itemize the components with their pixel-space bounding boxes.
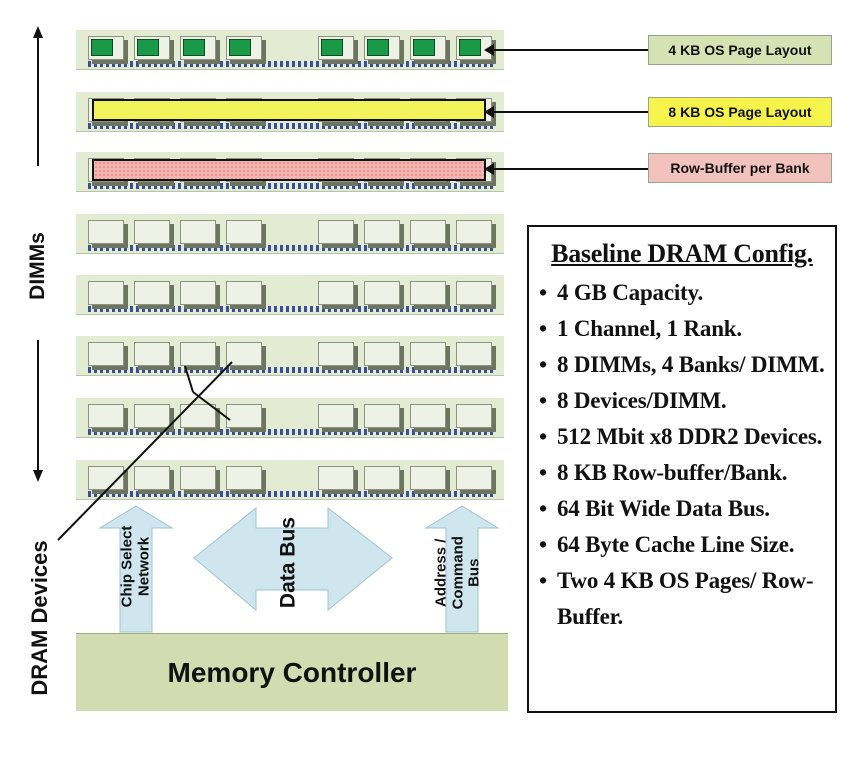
dimm-pins xyxy=(88,123,496,129)
label-8kb-page-layout: 8 KB OS Page Layout xyxy=(648,97,832,127)
dram-device-chip xyxy=(456,404,492,428)
dram-device-page-chip xyxy=(410,36,446,60)
address-bus-arrow xyxy=(424,505,500,633)
dimm-4 xyxy=(76,214,504,254)
data-bus-label: Data Bus xyxy=(276,517,300,609)
chip-select-label: Chip Select Network xyxy=(118,517,153,617)
config-item: 64 Byte Cache Line Size. xyxy=(539,527,825,563)
config-item: Two 4 KB OS Pages/ Row-Buffer. xyxy=(539,563,825,635)
dram-device-chip xyxy=(180,342,216,366)
data-bus-arrow xyxy=(193,506,393,612)
label-row-buffer: Row-Buffer per Bank xyxy=(648,153,832,183)
dram-device-chip xyxy=(364,466,400,490)
dram-device-chip xyxy=(226,466,262,490)
dram-device-chip xyxy=(364,404,400,428)
dram-device-page-chip xyxy=(364,36,400,60)
dram-device-chip xyxy=(134,281,170,305)
dram-device-chip xyxy=(180,281,216,305)
config-item: 64 Bit Wide Data Bus. xyxy=(539,491,825,527)
config-item: 512 Mbit x8 DDR2 Devices. xyxy=(539,419,825,455)
dimm-pins xyxy=(88,183,496,189)
dram-device-chip xyxy=(410,220,446,244)
leader-line-row-buffer xyxy=(484,163,648,175)
dram-device-chip xyxy=(410,466,446,490)
dram-device-chip xyxy=(410,342,446,366)
address-line1: Address / xyxy=(432,538,450,607)
dram-device-chip xyxy=(364,342,400,366)
dram-device-chip xyxy=(134,342,170,366)
dimm-2 xyxy=(76,92,504,132)
dram-device-page-chip xyxy=(134,36,170,60)
dram-device-chip xyxy=(364,281,400,305)
dimm-pins xyxy=(88,245,496,251)
config-title: Baseline DRAM Config. xyxy=(551,239,813,268)
dram-device-chip xyxy=(226,404,262,428)
dram-device-chip xyxy=(134,466,170,490)
row-buffer-bar xyxy=(92,159,486,181)
dram-device-chip xyxy=(410,404,446,428)
dimm-pins xyxy=(88,491,496,497)
dram-device-chip xyxy=(226,281,262,305)
dimms-range-arrows xyxy=(33,26,43,482)
dram-device-chip xyxy=(88,281,124,305)
bus-arrows xyxy=(98,505,500,633)
dram-device-chip xyxy=(180,220,216,244)
config-item: 1 Channel, 1 Rank. xyxy=(539,311,825,347)
dimm-6 xyxy=(76,336,504,376)
dram-device-chip xyxy=(134,404,170,428)
dram-device-chip xyxy=(226,220,262,244)
config-item: 8 DIMMs, 4 Banks/ DIMM. xyxy=(539,347,825,383)
dram-device-chip xyxy=(318,220,354,244)
label-4kb-page-layout: 4 KB OS Page Layout xyxy=(648,35,832,65)
dram-device-chip xyxy=(456,220,492,244)
dram-device-chip xyxy=(88,404,124,428)
leader-line-4kb xyxy=(484,44,648,56)
dimm-pins xyxy=(88,306,496,312)
config-list: 4 GB Capacity. 1 Channel, 1 Rank. 8 DIMM… xyxy=(539,275,825,635)
dram-device-chip xyxy=(180,466,216,490)
config-item: 4 GB Capacity. xyxy=(539,275,825,311)
dram-device-chip xyxy=(456,281,492,305)
dimm-1 xyxy=(76,30,504,70)
dimm-pins xyxy=(88,61,496,67)
address-line3: Bus xyxy=(465,558,483,587)
chip-select-line2: Network xyxy=(135,536,152,597)
dram-device-chip xyxy=(88,220,124,244)
leader-line-8kb xyxy=(484,106,648,118)
dimm-5 xyxy=(76,275,504,315)
baseline-config-box: Baseline DRAM Config. 4 GB Capacity. 1 C… xyxy=(527,225,837,713)
chip-select-arrow xyxy=(98,505,174,633)
memory-controller: Memory Controller xyxy=(76,633,508,711)
chip-select-line1: Chip Select xyxy=(118,525,136,608)
address-command-bus-label: Address / Command Bus xyxy=(432,513,483,633)
dram-device-chip xyxy=(456,466,492,490)
dram-device-chip xyxy=(318,404,354,428)
dram-device-chip xyxy=(88,342,124,366)
dimm-7 xyxy=(76,398,504,438)
config-item: 8 Devices/DIMM. xyxy=(539,383,825,419)
dimm-pins xyxy=(88,429,496,435)
dram-device-page-chip xyxy=(180,36,216,60)
dram-device-chip xyxy=(364,220,400,244)
dram-device-chip xyxy=(134,220,170,244)
dram-device-page-chip xyxy=(226,36,262,60)
dram-device-chip xyxy=(180,404,216,428)
dram-device-chip xyxy=(318,342,354,366)
dram-device-page-chip xyxy=(88,36,124,60)
dimm-pins xyxy=(88,367,496,373)
dram-device-chip xyxy=(318,281,354,305)
config-item: 8 KB Row-buffer/Bank. xyxy=(539,455,825,491)
address-line2: Command xyxy=(448,536,466,610)
dimm-8 xyxy=(76,460,504,500)
dram-device-chip xyxy=(410,281,446,305)
dimm-3 xyxy=(76,152,504,192)
dram-device-page-chip xyxy=(318,36,354,60)
dram-device-chip xyxy=(456,342,492,366)
dram-device-chip xyxy=(318,466,354,490)
